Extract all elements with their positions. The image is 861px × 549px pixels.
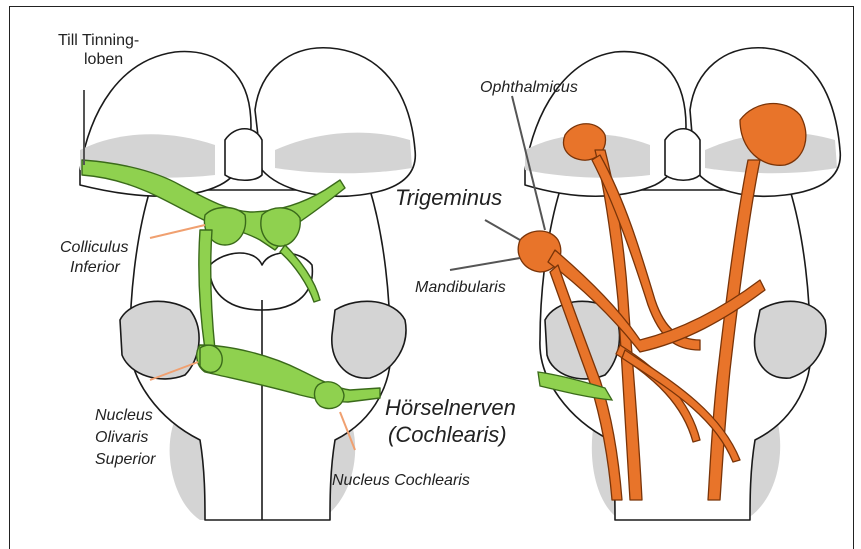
auditory-olive-left [200, 345, 222, 372]
label-olivaris-2: Olivaris [95, 429, 148, 446]
label-horsel-2: (Cochlearis) [388, 422, 507, 447]
auditory-cochlear-nucleus [314, 382, 344, 409]
right-central-tectum [665, 129, 700, 181]
right-pons-right [755, 301, 826, 378]
label-trigeminus: Trigeminus [395, 185, 502, 210]
label-olivaris-3: Superior [95, 451, 156, 468]
label-olivaris-1: Nucleus [95, 407, 153, 424]
left-pons-right [332, 301, 406, 378]
trigeminus-callout [485, 220, 520, 240]
label-mandibularis: Mandibularis [415, 279, 506, 296]
mandibularis-callout [450, 258, 520, 270]
label-horsel-1: Hörselnerven [385, 395, 516, 420]
label-tinning-1: Till Tinning- [58, 32, 139, 49]
left-brainstem [80, 48, 415, 520]
label-cochlearis-nucleus: Nucleus Cochlearis [332, 472, 470, 489]
label-ophthalmicus: Ophthalmicus [480, 79, 578, 96]
left-pons-left [120, 301, 199, 379]
label-colliculus-2: Inferior [70, 259, 120, 276]
label-colliculus-1: Colliculus [60, 239, 128, 256]
label-tinning-2: loben [84, 51, 123, 68]
left-lobe-right [255, 48, 415, 197]
left-central-tectum [225, 129, 262, 181]
